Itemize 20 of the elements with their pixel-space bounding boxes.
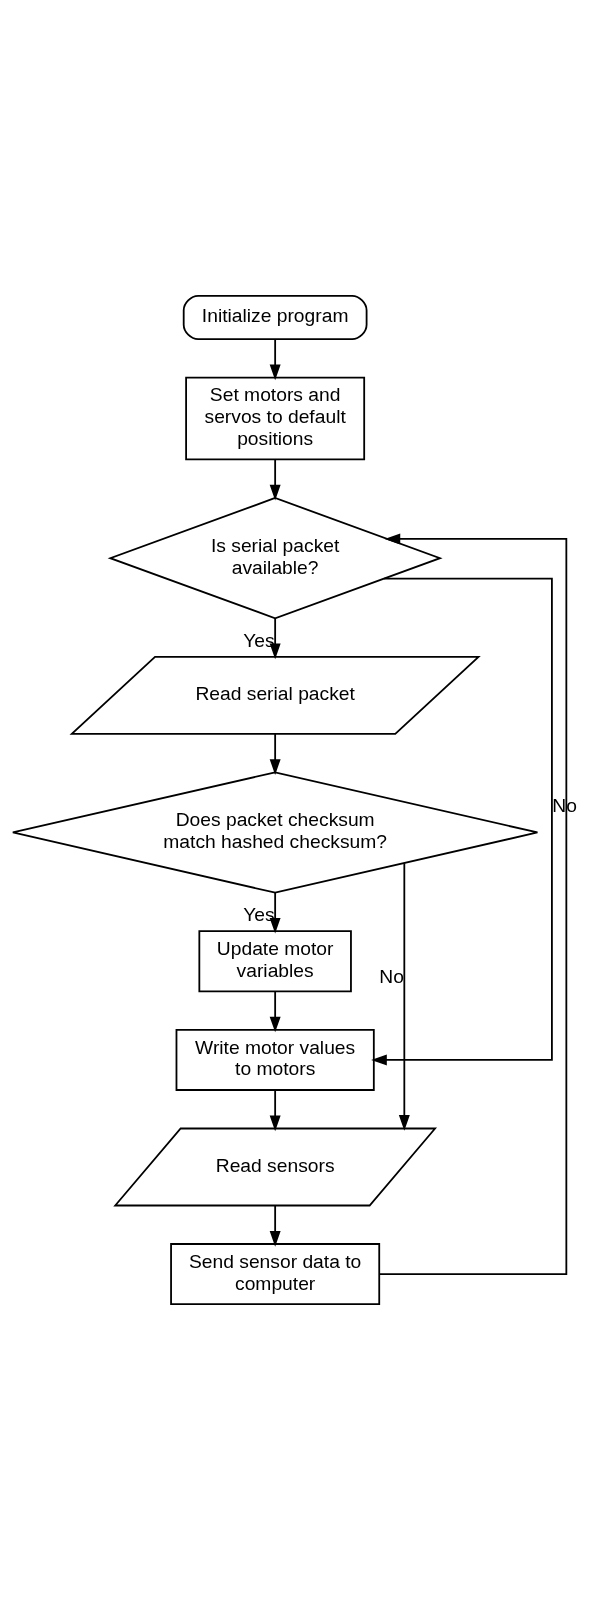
arrow [269, 990, 281, 1033]
arrow [269, 1204, 281, 1247]
edge-label: Yes [243, 904, 275, 926]
node-box: Send sensor data to computer [170, 1243, 381, 1306]
node-box: Update motor variables [198, 930, 352, 993]
arrow [269, 1089, 281, 1132]
node-box: Write motor values to motors [175, 1028, 375, 1091]
arrow [269, 733, 281, 775]
node-box: Set motors and servos to default positions [185, 376, 366, 461]
node-box: Initialize program [182, 294, 368, 341]
node-diamond: Does packet checksum match hashed checksum? [11, 771, 539, 894]
arrow [269, 458, 281, 501]
edge-label: No [379, 966, 404, 988]
arrow [269, 891, 281, 934]
arrow [269, 338, 281, 381]
arrow [371, 577, 553, 1066]
arrow [378, 533, 568, 1275]
node-diamond: Is serial packet available? [107, 497, 443, 620]
edge-label: Yes [243, 629, 275, 651]
arrow [398, 862, 410, 1131]
